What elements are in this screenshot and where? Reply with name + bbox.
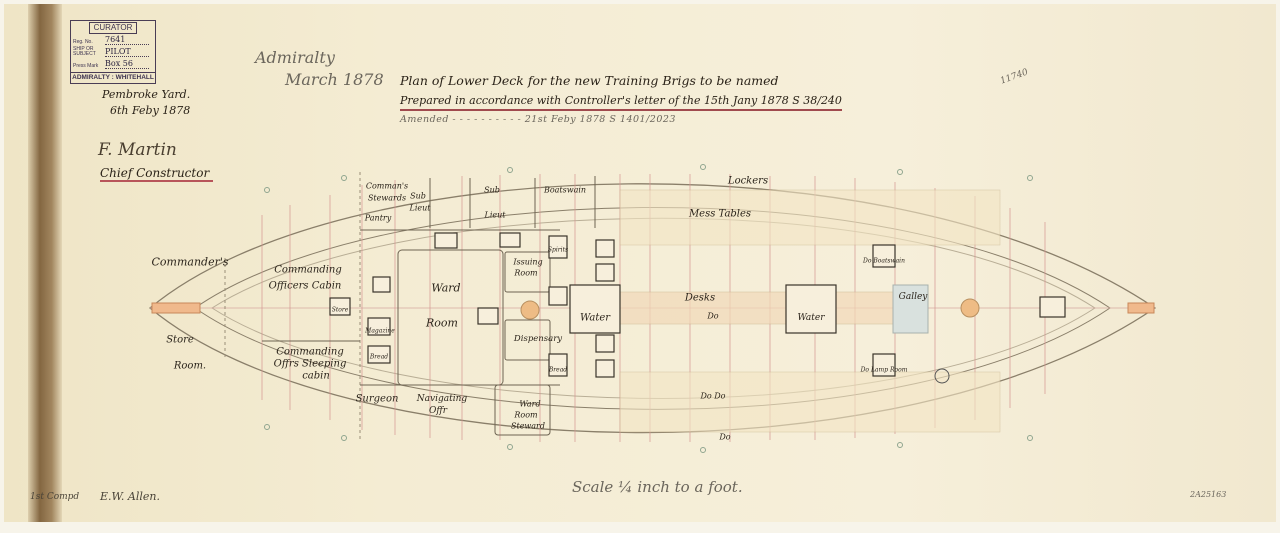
label-water-fwd: Water (579, 312, 611, 324)
yard-name: Pembroke Yard. (102, 88, 191, 101)
galley-stove (892, 284, 929, 334)
origin-date: 6th Feby 1878 (110, 104, 191, 117)
curator-stamp: CURATOR Reg. No. 7641 SHIP OR SUBJECT PILO… (70, 20, 156, 84)
label-boatswain: Boatswain (543, 185, 587, 195)
label-wr-steward-3: Steward (511, 421, 545, 431)
title-line-3: Amended - - - - - - - - - - 21st Feby 18… (400, 114, 676, 125)
reg-no: 7641 (105, 35, 149, 45)
label-pantry: Pantry (364, 213, 392, 223)
ship-name: PILOT (105, 47, 149, 57)
label-co-sleeping-1: Commanding (276, 346, 344, 358)
label-nav-off-1: Navigating (416, 394, 468, 404)
label-galley: Galley (898, 292, 928, 302)
label-issuing-room-1: Issuing (513, 257, 543, 267)
label-co-cabin-1: Commanding (274, 264, 342, 276)
label-water-aft: Water (797, 313, 825, 323)
label-sub-lieut-a-2: Lieut (409, 203, 431, 213)
title-line-2: Prepared in accordance with Controller's… (400, 94, 842, 111)
label-stewards-2: Stewards (367, 193, 407, 203)
label-co-cabin-2: Officers Cabin (268, 280, 342, 292)
label-bread-a: Bread (369, 353, 389, 361)
label-mess-tables: Mess Tables (688, 208, 752, 220)
label-sub-lieut-a-1: Sub (410, 191, 426, 201)
hatches (329, 232, 1066, 378)
bowsprit-stem (151, 302, 201, 314)
reg-no-label: Reg. No. (73, 39, 93, 45)
scale-note: Scale ¼ inch to a foot. (572, 478, 743, 496)
admiralty-note-2: March 1878 (285, 70, 384, 89)
water-tank-fwd (569, 284, 621, 334)
label-lockers: Lockers (727, 175, 769, 187)
stamp-header: CURATOR (89, 22, 137, 34)
label-dispensary: Dispensary (513, 334, 563, 344)
label-ditto-bottom: Do (719, 432, 731, 442)
label-desks: Desks (684, 292, 716, 304)
press-mark: Box 56 (105, 59, 149, 69)
label-bread-b: Bread (548, 366, 568, 374)
capstan (934, 368, 950, 384)
label-wr-steward-2: Room (514, 410, 538, 420)
title-line-1: Plan of Lower Deck for the new Training … (400, 73, 779, 88)
label-co-sleeping-2: Offrs Sleeping (273, 358, 347, 370)
signature: F. Martin (98, 140, 177, 160)
label-store: Store (331, 306, 349, 314)
press-mark-label: Press Mark (73, 63, 99, 69)
scuttles (264, 164, 1033, 453)
label-sub-lieut-b-2: Lieut (484, 210, 506, 220)
label-ward-room-2: Room (426, 316, 458, 330)
label-ward-room-1: Ward (431, 281, 461, 295)
label-magazine: Magazine (365, 327, 395, 335)
initials: 1st Compd (30, 492, 80, 502)
water-tank-aft (785, 284, 837, 334)
label-desks-ditto: Do (707, 311, 719, 321)
label-spirits: Spirits (547, 246, 569, 254)
ship-label: SHIP OR SUBJECT (73, 46, 96, 57)
admiralty-note-1: Admiralty (255, 48, 335, 67)
label-lamp-room: Do Lamp Room (860, 366, 908, 374)
role-title: Chief Constructor (100, 166, 214, 182)
locker-bays (619, 189, 1001, 433)
label-boatswains-store: Do Boatswain (863, 257, 905, 265)
label-co-sleeping-3: cabin (302, 370, 330, 382)
masts (520, 298, 980, 320)
plan-sheet (4, 4, 1276, 522)
stamp-footer: ADMIRALTY : WHITEHALL (71, 72, 155, 81)
stern-post (1127, 302, 1155, 314)
label-ditto-lower: Do Do (700, 391, 726, 401)
fold-stain (28, 4, 62, 522)
label-issuing-room-2: Room (514, 268, 538, 278)
label-wr-steward-1: Ward (519, 399, 541, 409)
label-nav-off-2: Offr (428, 406, 448, 416)
label-stewards-1: Comman's (365, 181, 409, 191)
label-store-room-1: Store (166, 334, 194, 346)
label-surgeon: Surgeon (355, 393, 399, 405)
catalogue-number: 2A25163 (1190, 490, 1227, 499)
bulkheads (224, 172, 596, 440)
label-sub-lieut-b-1: Sub (484, 185, 500, 195)
label-commanders: Commander's (151, 255, 229, 269)
label-store-room-2: Room. (173, 360, 207, 372)
checker-signature: E.W. Allen. (100, 490, 160, 503)
